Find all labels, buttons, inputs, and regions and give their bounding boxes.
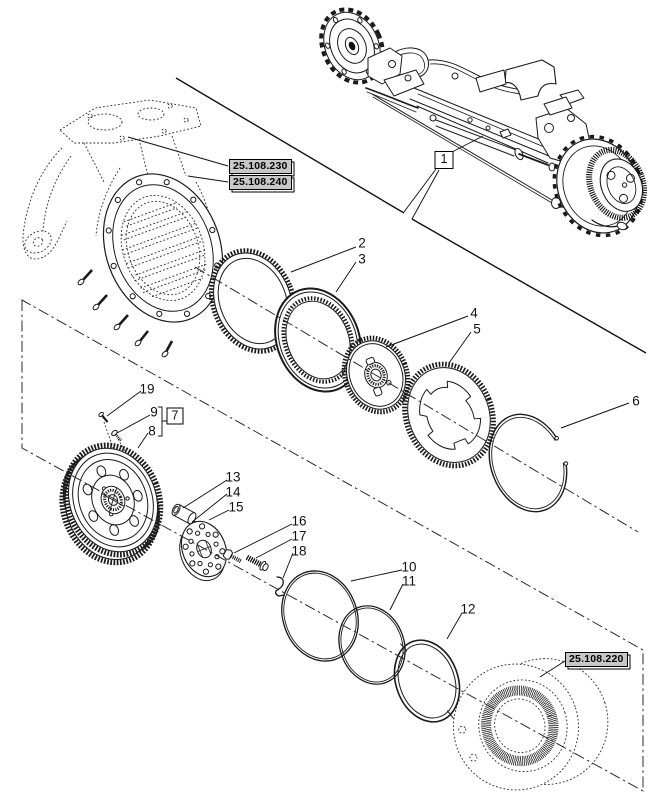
drum-ref-drawing: [453, 658, 609, 791]
axle-assembly-drawing: [319, 7, 648, 238]
ref-box-25-108-220[interactable]: 25.108.220: [565, 652, 628, 667]
screw-9: [111, 429, 122, 442]
gear-ring-5: [402, 361, 496, 469]
snap-ring-6: [488, 413, 569, 513]
ref-box-25-108-240[interactable]: 25.108.240: [229, 175, 292, 190]
seal-ring-10: [281, 570, 359, 662]
callout-15[interactable]: 15: [228, 499, 244, 515]
callout-16[interactable]: 16: [291, 513, 307, 529]
callout-1-box[interactable]: 1: [434, 151, 454, 169]
section-divider-lines: [175, 77, 647, 354]
callout-10[interactable]: 10: [401, 559, 417, 575]
brake-plate-15: [179, 520, 228, 582]
callout-8[interactable]: 8: [148, 423, 156, 439]
callout-12[interactable]: 12: [460, 601, 476, 617]
callout-4[interactable]: 4: [470, 305, 478, 321]
callout-18[interactable]: 18: [291, 543, 307, 559]
callout-17[interactable]: 17: [291, 528, 307, 544]
callout-11[interactable]: 11: [401, 573, 417, 589]
callout-9[interactable]: 9: [150, 404, 158, 420]
right-wheel-hub: [552, 134, 648, 238]
flywheel-gear-8: [59, 442, 164, 566]
ref-box-25-108-230[interactable]: 25.108.230: [229, 159, 292, 174]
leader-lines: [106, 135, 630, 678]
callout-6[interactable]: 6: [632, 393, 640, 409]
callout-5[interactable]: 5: [473, 321, 481, 337]
callout-14[interactable]: 14: [225, 484, 241, 500]
friction-disc-2: [208, 248, 298, 354]
stud-17: [245, 554, 269, 571]
callout-19[interactable]: 19: [139, 381, 155, 397]
callout-2[interactable]: 2: [358, 235, 366, 251]
pin-19: [98, 411, 109, 423]
left-wheel-hub: [319, 7, 385, 85]
seal-ring-11: [338, 605, 406, 685]
flange-studs: [77, 269, 174, 358]
bolt-16: [222, 549, 242, 563]
retaining-ring-12: [393, 639, 461, 723]
clip-18: [274, 576, 285, 597]
bushing-13: [171, 503, 197, 525]
callout-7-box[interactable]: 7: [166, 407, 184, 425]
callout-3[interactable]: 3: [358, 251, 366, 267]
centerline-frame: [21, 266, 644, 792]
steel-disc-3: [274, 287, 362, 393]
callout-13[interactable]: 13: [225, 469, 241, 485]
knuckle-housing-ref-drawing: [22, 99, 224, 358]
